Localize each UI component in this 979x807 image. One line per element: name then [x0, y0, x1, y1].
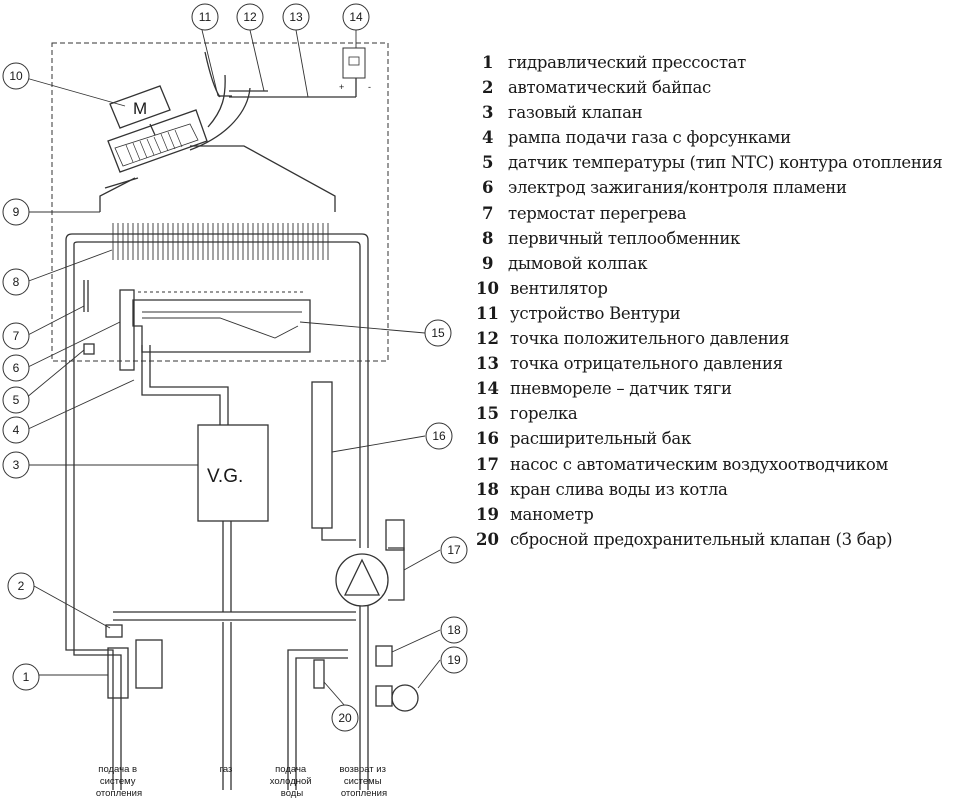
- flue-hood: [99, 145, 336, 212]
- callout-15: 15: [431, 326, 445, 340]
- heating-return-label: возврат из системы отопления: [339, 764, 388, 799]
- switch-minus-label: -: [368, 82, 371, 92]
- gas-label: газ: [220, 764, 233, 775]
- callout-13: 13: [289, 10, 303, 24]
- callout-2: 2: [18, 579, 25, 593]
- fan-motor-label: M: [133, 99, 147, 118]
- callout-1: 1: [23, 670, 30, 684]
- expansion-tank: [311, 381, 333, 529]
- heating-supply-label: подача в систему отопления: [96, 764, 142, 799]
- bypass-valve: [105, 624, 123, 638]
- callout-16: 16: [432, 429, 446, 443]
- callout-12: 12: [243, 10, 257, 24]
- manometer: [391, 684, 419, 712]
- callout-14: 14: [349, 10, 363, 24]
- callout-18: 18: [447, 623, 461, 637]
- heating-pipe-outer: [65, 233, 369, 790]
- fan-motor: [109, 85, 171, 129]
- callout-17: 17: [447, 543, 461, 557]
- callout-10: 10: [9, 69, 23, 83]
- boiler-schematic: V.G. M + -: [2, 3, 468, 799]
- callout-4: 4: [13, 423, 20, 437]
- callout-5: 5: [13, 393, 20, 407]
- hydraulic-pressure-switch: [107, 647, 129, 699]
- callout-7: 7: [13, 329, 20, 343]
- fan: [107, 85, 208, 173]
- callout-9: 9: [13, 205, 20, 219]
- cold-water-label: подача холодной воды: [270, 764, 314, 799]
- switch-plus-label: +: [339, 82, 344, 92]
- gas-valve: [197, 424, 269, 522]
- callout-11: 11: [199, 10, 212, 24]
- venturi: [189, 51, 251, 151]
- air-pressure-switch: [342, 47, 366, 79]
- callout-3: 3: [13, 458, 20, 472]
- callout-6: 6: [13, 361, 20, 375]
- pump: [335, 553, 389, 607]
- gas-valve-label: V.G.: [207, 466, 243, 487]
- combustion-chamber-outline: [51, 42, 389, 362]
- burner: [132, 291, 311, 353]
- callout-20: 20: [338, 711, 352, 725]
- heating-pipe-inner: [73, 241, 361, 790]
- callout-8: 8: [13, 275, 20, 289]
- callout-19: 19: [447, 653, 461, 667]
